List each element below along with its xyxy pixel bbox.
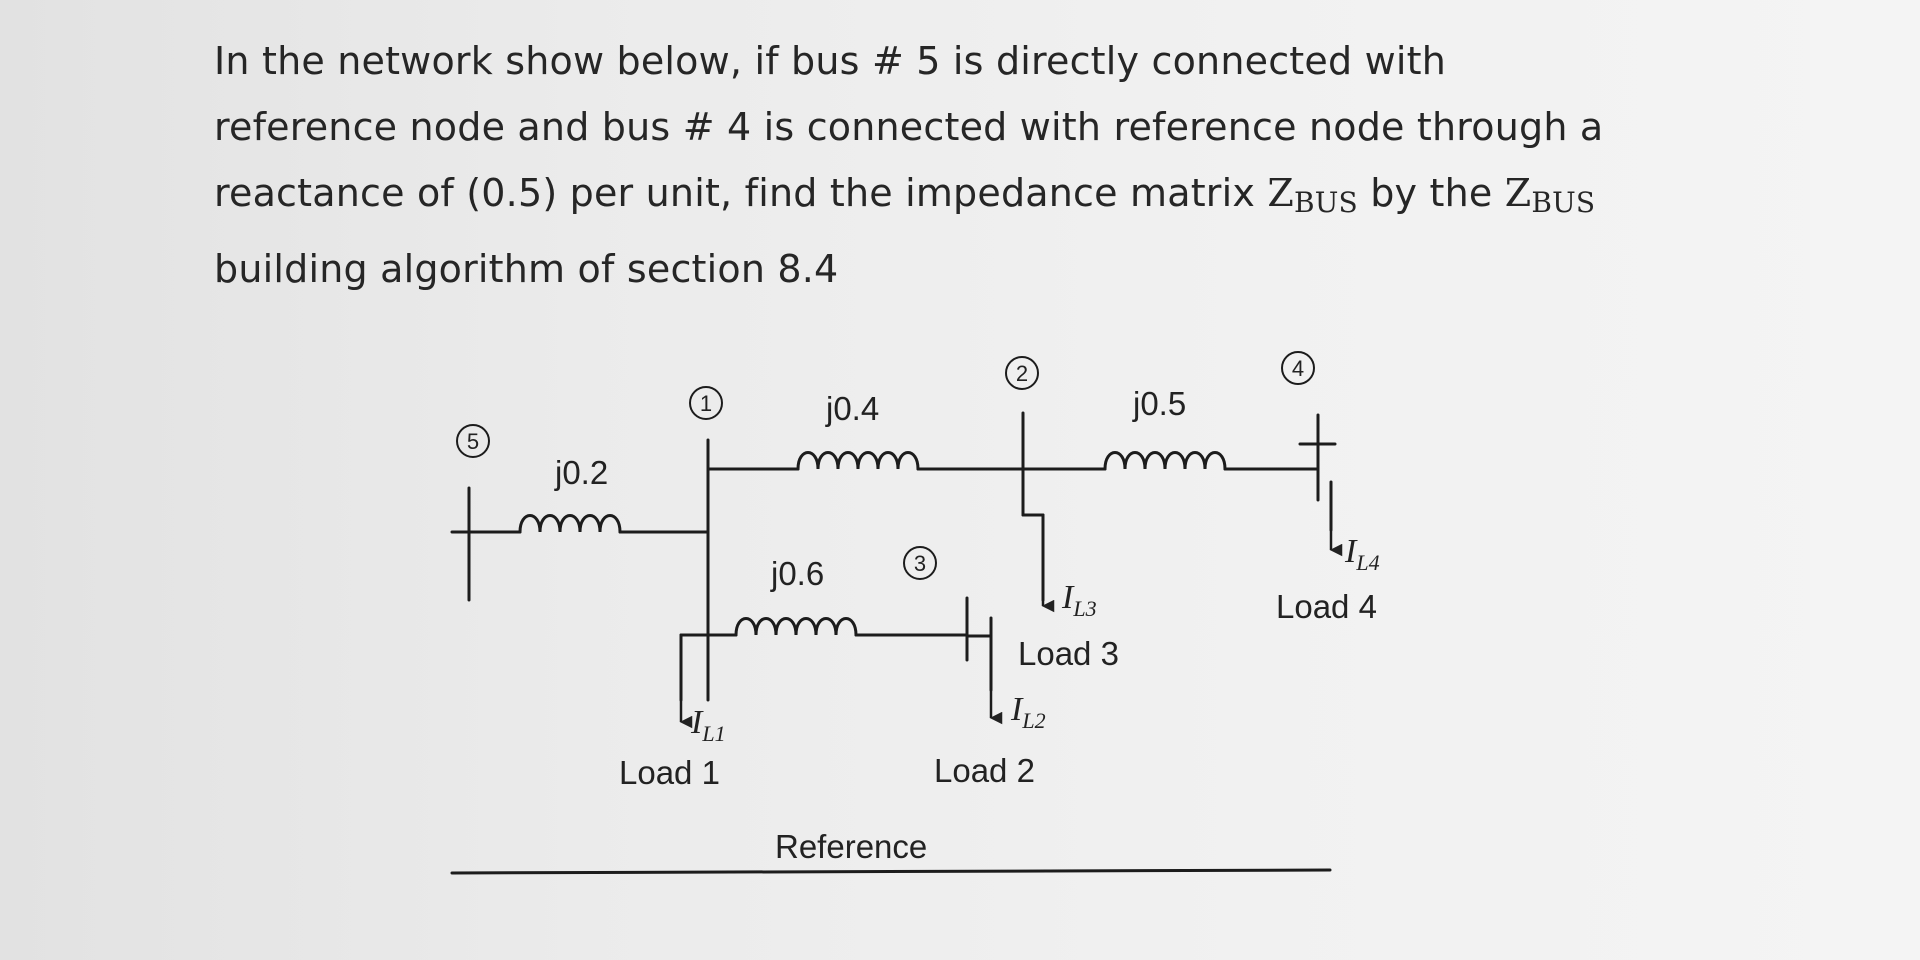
load-3-label: Load 3 <box>1018 635 1119 672</box>
bus-2-circle <box>1005 356 1039 390</box>
zbus-symbol-2: ZBUS <box>1504 171 1596 219</box>
question-line-3-mid: by the <box>1357 171 1505 215</box>
coil-j0.4 <box>796 451 920 471</box>
current-il3: IL3 <box>1061 579 1097 621</box>
reactance-5-1-label: j0.2 <box>554 454 608 491</box>
current-il2: IL2 <box>1010 691 1046 733</box>
question-line-3-start: reactance of (0.5) per unit, find the im… <box>214 171 1268 215</box>
zbus-symbol-1: ZBUS <box>1267 171 1358 219</box>
bus-1-label: 1 <box>700 391 712 416</box>
bus-2-label: 2 <box>1016 361 1028 386</box>
load-2-label: Load 2 <box>934 752 1035 789</box>
reference-line <box>450 868 1332 875</box>
question-line-2: reference node and bus # 4 is connected … <box>214 105 1604 149</box>
bus-4-circle <box>1281 351 1315 385</box>
bus-3-label: 3 <box>914 551 926 576</box>
question-line-1: In the network show below, if bus # 5 is… <box>214 39 1446 83</box>
bus-3-circle <box>903 546 937 580</box>
load-1-label: Load 1 <box>619 754 720 791</box>
question-text: In the network show below, if bus # 5 is… <box>214 28 1674 302</box>
question-line-3: reactance of (0.5) per unit, find the im… <box>214 160 1674 236</box>
bus-5-label: 5 <box>467 429 479 454</box>
reactance-2-4-label: j0.5 <box>1132 385 1186 422</box>
reference-label: Reference <box>775 828 927 865</box>
bus-4-label: 4 <box>1292 356 1304 381</box>
reactance-1-3-label: j0.6 <box>770 555 824 592</box>
coil-j0.6 <box>734 617 858 637</box>
question-line-4: building algorithm of section 8.4 <box>214 247 839 291</box>
coil-j0.2 <box>518 514 622 534</box>
bus-5-circle <box>456 424 490 458</box>
current-il4: IL4 <box>1344 533 1380 575</box>
bus-1-circle <box>689 386 723 420</box>
reactance-1-2-label: j0.4 <box>825 390 879 427</box>
load-4-label: Load 4 <box>1276 588 1377 625</box>
coil-j0.5 <box>1103 451 1227 471</box>
current-il1: IL1 <box>690 704 726 746</box>
